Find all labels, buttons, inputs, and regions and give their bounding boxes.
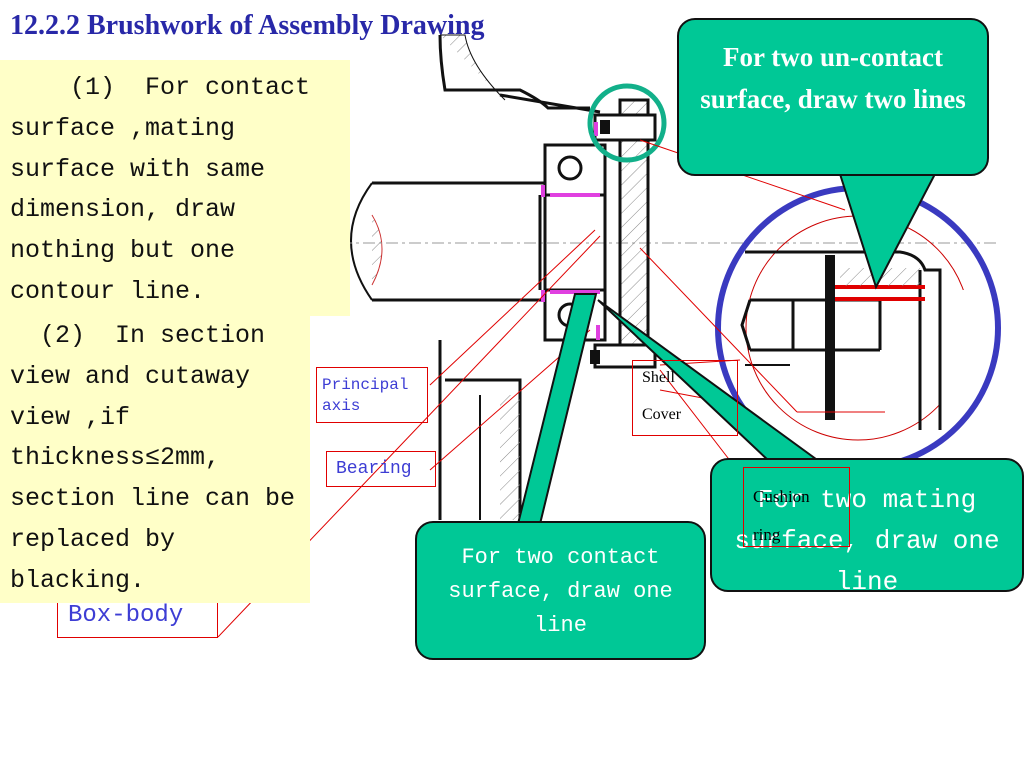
callout-mating-surface: For two mating surface, draw one line bbox=[710, 458, 1024, 597]
shell-cover-box bbox=[632, 360, 738, 436]
page-title: 12.2.2 Brushwork of Assembly Drawing bbox=[10, 10, 485, 41]
note-contact-surface: (1) For contact surface ,mating surface … bbox=[0, 60, 350, 316]
highlight-ring bbox=[587, 83, 667, 163]
principal-axis-label: Principal axis bbox=[322, 376, 409, 415]
cushion-ring-box bbox=[743, 467, 850, 547]
shaft bbox=[340, 181, 1000, 302]
contact-marks bbox=[541, 122, 600, 340]
callout-pointers bbox=[516, 173, 937, 525]
box-body-label: Box-body bbox=[68, 602, 184, 629]
bearing-label: Bearing bbox=[336, 459, 412, 479]
cover-label: Cover bbox=[642, 406, 682, 423]
principal-axis-box bbox=[316, 367, 428, 423]
shell-label: Shell bbox=[642, 369, 675, 386]
callout-contact-surface: For two contact surface, draw one line bbox=[415, 521, 706, 660]
note-section-view: (2) In section view and cutaway view ,if… bbox=[0, 316, 310, 603]
cover bbox=[590, 98, 657, 369]
cushion-ring-label: Cushion ring bbox=[753, 487, 810, 544]
callout-mating-text: For two mating surface, draw one line bbox=[734, 485, 1000, 597]
callout-contact-text: For two contact surface, draw one line bbox=[448, 545, 673, 638]
callout-uncontact-surface: For two un-contact surface, draw two lin… bbox=[677, 18, 989, 176]
callout-uncontact-text: For two un-contact surface, draw two lin… bbox=[700, 42, 966, 114]
housing bbox=[438, 34, 601, 520]
bearing-box bbox=[326, 451, 436, 487]
